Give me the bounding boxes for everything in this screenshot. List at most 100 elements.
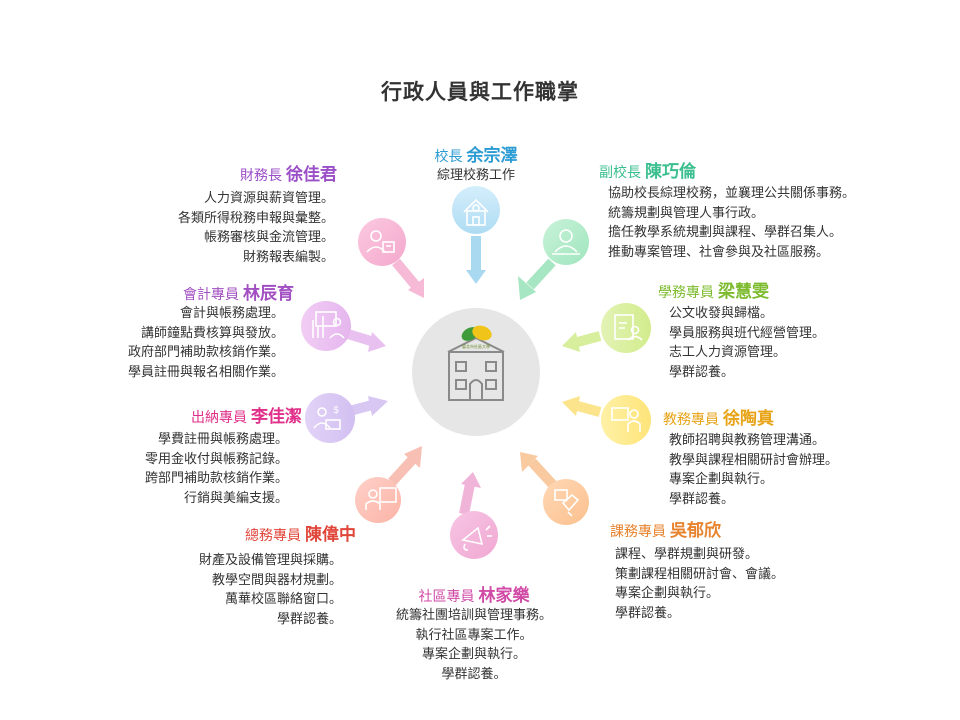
node-general-affairs (355, 477, 401, 523)
role-name: 李佳潔 (251, 407, 302, 427)
page-title: 行政人員與工作職掌 (381, 80, 579, 104)
role-name: 陳巧倫 (645, 162, 696, 182)
duty-item: 綜理校務工作 (436, 168, 515, 183)
duty-item: 學群認養。 (441, 666, 507, 682)
duty-item: 學員註冊與報名相關作業。 (127, 364, 284, 380)
duty-item: 學費註冊與帳務處理。 (157, 432, 288, 447)
role-general-affairs: 總務專員陳偉中 財產及設備管理與採購。 教學空間與器材規劃。 萬華校區聯絡窗口。… (198, 520, 356, 629)
money-laptop-icon: $ (313, 405, 341, 430)
duty-item: 會計與帳務處理。 (179, 306, 284, 321)
role-curriculum: 課務專員吳郁欣 課程、學群規劃與研發。 策劃課程相關研討會、會議。 專案企劃與執… (610, 516, 784, 623)
node-student-affairs (601, 303, 651, 353)
duty-item: 統籌社團培訓與管理事務。 (395, 608, 552, 623)
role-title: 學務專員 (658, 285, 714, 301)
megaphone-icon (461, 525, 492, 551)
role-name: 余宗澤 (466, 146, 518, 166)
teacher-board-icon (611, 407, 641, 432)
role-title: 財務長 (240, 168, 282, 184)
finance-person-icon (366, 230, 395, 253)
duty-item: 財務報表編製。 (242, 249, 334, 265)
duty-item: 學群認養。 (615, 605, 681, 621)
duty-item: 專案企劃與執行。 (669, 472, 774, 487)
role-principal: 校長余宗澤 綜理校務工作 (396, 141, 556, 186)
arrow-accounting (346, 329, 386, 352)
duty-item: 擔任教學系統規劃與課程、學群召集人。 (608, 225, 843, 240)
duty-item: 教學空間與器材規劃。 (211, 572, 342, 588)
handshake-icon (554, 489, 580, 517)
duty-item: 志工人力資源管理。 (669, 345, 787, 360)
duty-item: 推動專案管理、社會參與及社區服務。 (608, 244, 830, 260)
duty-item: 學群認養。 (669, 491, 735, 507)
role-name: 林家樂 (478, 586, 530, 606)
duty-item: 人力資源與薪資管理。 (203, 191, 334, 206)
arrow-academic-affairs (562, 396, 602, 417)
role-title: 副校長 (599, 165, 641, 181)
duty-item: 講師鐘點費核算與發放。 (140, 325, 284, 341)
role-name: 林辰育 (243, 284, 294, 304)
role-title: 總務專員 (245, 528, 301, 544)
role-vice-principal: 副校長陳巧倫 協助校長綜理校務，並襄理公共關係事務。 統籌規劃與管理人事行政。 … (599, 157, 855, 262)
duty-item: 跨部門補助款核銷作業。 (144, 471, 288, 486)
role-name: 徐陶真 (723, 409, 774, 429)
duty-item: 執行社區專案工作。 (415, 627, 533, 643)
clipboard-person-icon (614, 314, 643, 341)
duty-item: 策劃課程相關研討會、會議。 (615, 566, 785, 582)
duty-item: 專案企劃與執行。 (421, 647, 526, 662)
house-icon (463, 198, 489, 226)
role-academic-affairs: 教務專員徐陶真 教師招聘與教務管理溝通。 教學與課程相關研討會辦理。 專案企劃與… (663, 404, 838, 509)
node-academic-affairs (601, 395, 651, 445)
role-title: 校長 (434, 149, 463, 165)
node-curriculum (543, 479, 589, 525)
duty-item: 財產及設備管理與採購。 (198, 553, 342, 568)
arrow-principal (466, 236, 486, 284)
arrow-vice-principal (518, 258, 556, 300)
center-node: 臺北市社區大學 (412, 308, 540, 436)
chart-person-icon (312, 311, 345, 339)
duty-item: 學群認養。 (276, 611, 342, 627)
duty-item: 統籌規劃與管理人事行政。 (608, 205, 765, 221)
role-title: 課務專員 (610, 524, 666, 540)
node-community (450, 511, 498, 559)
node-vice-principal (543, 219, 589, 265)
arrow-finance (392, 258, 424, 298)
logo-icon (461, 325, 492, 341)
presentation-icon (365, 487, 397, 510)
person-desk-icon (552, 229, 580, 255)
svg-text:$: $ (333, 405, 339, 416)
arrow-community (459, 472, 481, 515)
role-name: 陳偉中 (305, 525, 356, 545)
arrow-general-affairs (388, 446, 422, 486)
role-student-affairs: 學務專員梁慧雯 公文收發與歸檔。 學員服務與班代經營管理。 志工人力資源管理。 … (658, 277, 825, 382)
role-cashier: 出納專員李佳潔 學費註冊與帳務處理。 零用金收付與帳務記錄。 跨部門補助款核銷作… (144, 402, 302, 508)
duty-item: 教師招聘與教務管理溝通。 (669, 433, 826, 448)
duty-item: 學員服務與班代經營管理。 (669, 325, 826, 341)
arrow-curriculum (520, 452, 558, 490)
duty-item: 專案企劃與執行。 (615, 586, 720, 601)
duty-item: 各類所得稅務申報與彙整。 (177, 210, 334, 226)
duty-item: 政府部門補助款核銷作業。 (127, 345, 284, 360)
duty-item: 課程、學群規劃與研發。 (615, 547, 759, 562)
node-accounting (301, 301, 351, 351)
role-title: 社區專員 (418, 589, 475, 605)
node-principal (452, 186, 500, 234)
role-title: 出納專員 (191, 410, 247, 426)
role-finance: 財務長徐佳君 人力資源與薪資管理。 各類所得稅務申報與彙整。 帳務審核與金流管理… (177, 160, 337, 267)
duty-item: 零用金收付與帳務記錄。 (144, 451, 288, 467)
duty-item: 公文收發與歸檔。 (669, 306, 774, 321)
arrow-student-affairs (562, 331, 602, 352)
duty-item: 學群認養。 (669, 364, 735, 380)
role-name: 吳郁欣 (670, 521, 721, 541)
role-accounting: 會計專員林辰育 會計與帳務處理。 講師鐘點費核算與發放。 政府部門補助款核銷作業… (127, 279, 294, 382)
logo-text: 臺北市社區大學 (462, 343, 490, 349)
node-finance (358, 218, 406, 266)
role-title: 會計專員 (183, 287, 239, 303)
role-name: 徐佳君 (286, 165, 337, 185)
duty-item: 帳務審核與金流管理。 (203, 230, 334, 245)
duty-item: 協助校長綜理校務，並襄理公共關係事務。 (608, 186, 856, 201)
node-cashier: $ (305, 393, 355, 443)
duty-item: 教學與課程相關研討會辦理。 (669, 452, 839, 468)
role-community: 社區專員林家樂 統籌社團培訓與管理事務。 執行社區專案工作。 專案企劃與執行。 … (354, 581, 594, 684)
role-name: 梁慧雯 (718, 282, 769, 302)
duty-item: 行銷與美編支援。 (183, 490, 288, 506)
